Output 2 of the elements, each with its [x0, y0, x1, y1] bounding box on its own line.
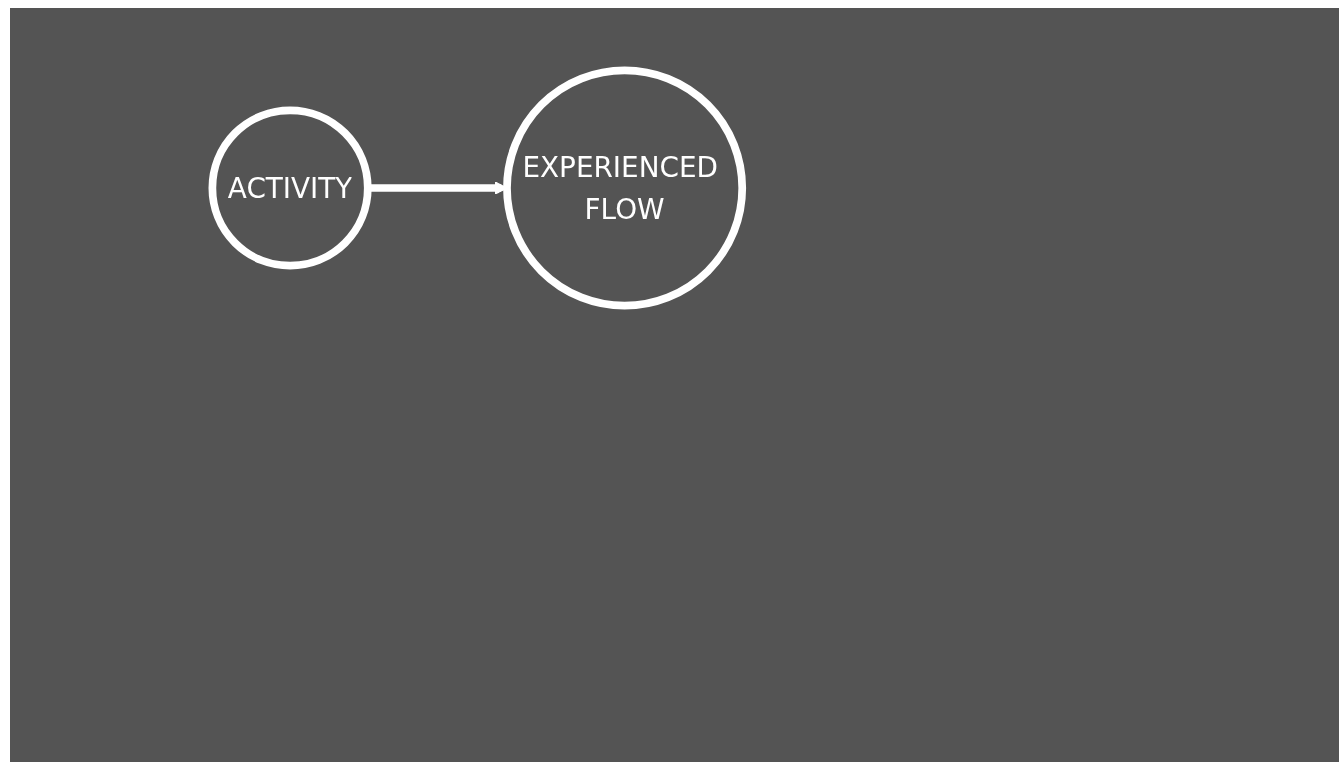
node-circle: ACTIVITY — [208, 106, 372, 270]
node-circle: EXPERIENCED FLOW — [503, 66, 747, 310]
